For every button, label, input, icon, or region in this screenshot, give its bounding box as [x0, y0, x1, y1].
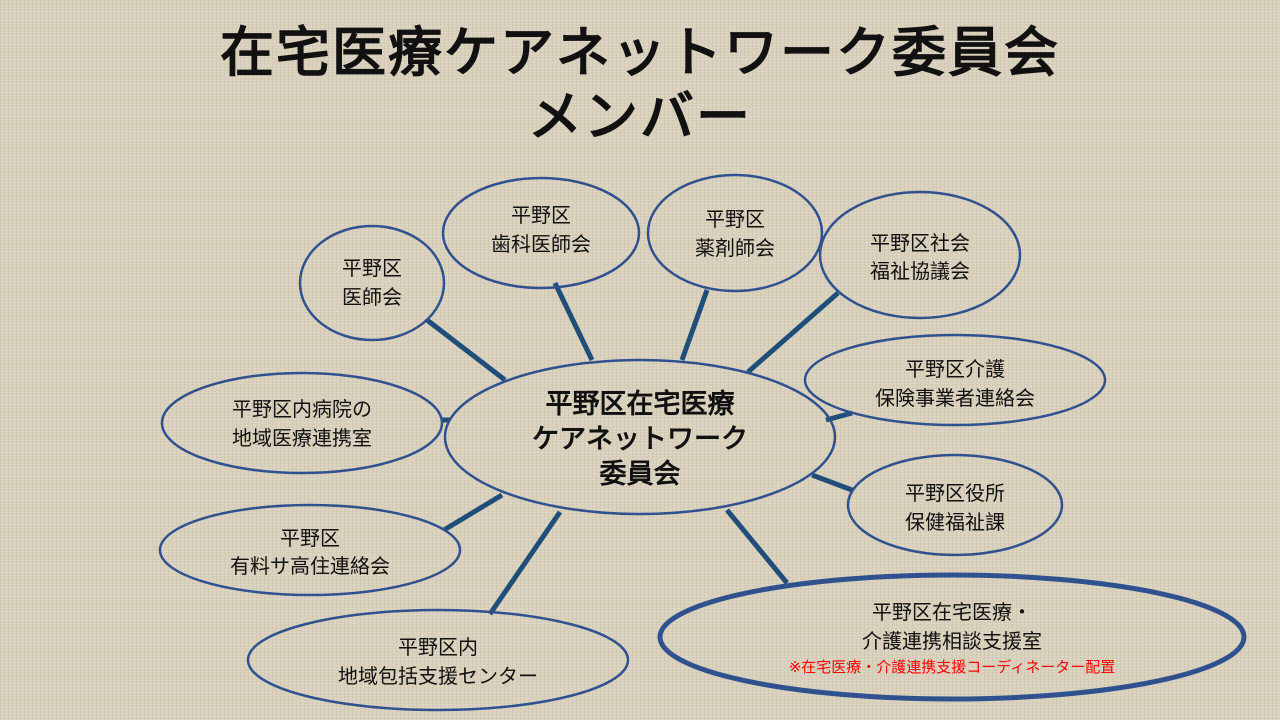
node-label: 地域医療連携室: [232, 426, 372, 450]
page-subtitle: メンバー: [528, 85, 752, 148]
node-label: 平野区役所: [905, 481, 1005, 505]
node-label: 平野区在宅医療・: [872, 600, 1032, 624]
node-koujuu: 平野区 有料サ高住連絡会: [158, 503, 462, 597]
node-label: 有料サ高住連絡会: [230, 554, 390, 578]
node-kuyakusho: 平野区役所 保健福祉課: [846, 453, 1064, 557]
node-shika: 平野区 歯科医師会: [441, 176, 641, 290]
node-label: 歯科医師会: [491, 232, 591, 256]
link-yakuzai: [679, 289, 710, 361]
node-label: 平野区: [280, 526, 340, 550]
node-label: 保健福祉課: [905, 510, 1005, 534]
center-line: ケアネットワーク: [532, 424, 748, 455]
node-soudan: 平野区在宅医療・ 介護連携相談支援室 ※在宅医療・介護連携支援コーディネーター配…: [657, 572, 1247, 702]
link-kuyakusho: [811, 472, 853, 493]
node-shakyo: 平野区社会 福祉協議会: [818, 190, 1022, 320]
link-shika: [552, 281, 595, 362]
node-label: 介護連携相談支援室: [862, 629, 1042, 653]
center-line: 平野区在宅医療: [546, 388, 736, 420]
node-kaigo: 平野区介護 保険事業者連絡会: [803, 333, 1107, 427]
node-label: 地域包括支援センター: [338, 664, 538, 688]
node-label: 平野区: [342, 256, 402, 280]
center-line: 委員会: [600, 459, 681, 490]
node-label: 平野区介護: [905, 357, 1005, 381]
node-label: 平野区: [705, 207, 765, 231]
coordinator-note: ※在宅医療・介護連携支援コーディネーター配置: [789, 658, 1116, 676]
link-soudan: [725, 508, 789, 585]
node-label: 福祉協議会: [870, 259, 970, 283]
link-koujuu: [442, 492, 504, 533]
node-label: 医師会: [342, 285, 402, 309]
node-byoin: 平野区内病院の 地域医療連携室: [160, 371, 444, 475]
node-label: 保険事業者連絡会: [875, 386, 1035, 410]
node-houkatsu: 平野区内 地域包括支援センター: [246, 608, 630, 712]
link-houkatsu: [487, 510, 563, 616]
node-label: 平野区: [511, 203, 571, 227]
link-shakyo: [746, 291, 840, 374]
node-label: 平野区社会: [870, 231, 970, 255]
node-yakuzai: 平野区 薬剤師会: [646, 173, 824, 293]
node-label: 平野区内: [398, 635, 478, 659]
page-title: 在宅医療ケアネットワーク委員会: [220, 21, 1060, 84]
node-label: 薬剤師会: [695, 236, 775, 260]
node-label: 平野区内病院の: [232, 397, 372, 421]
center-node: 平野区在宅医療 ケアネットワーク 委員会: [443, 358, 837, 516]
link-ishikai: [425, 318, 507, 382]
node-ishikai: 平野区 医師会: [298, 224, 446, 342]
